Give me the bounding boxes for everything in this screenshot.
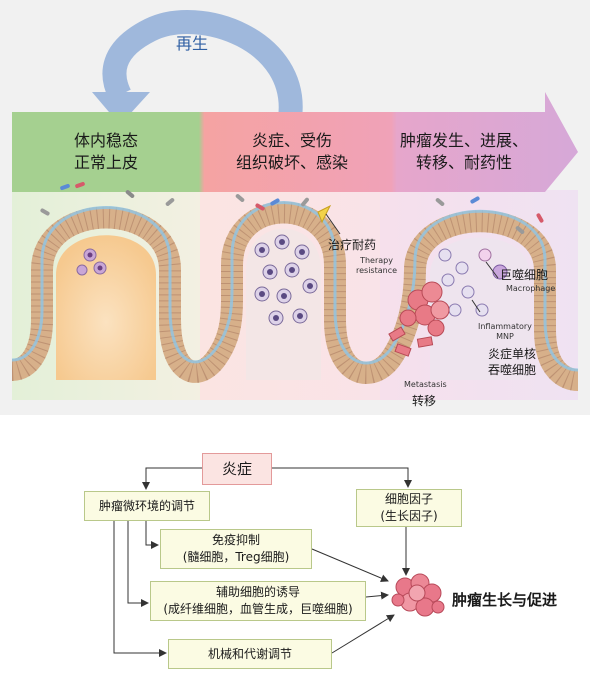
- regeneration-label: 再生: [176, 34, 209, 53]
- stage-banner: [12, 92, 578, 192]
- mnp-pointer: [471, 299, 481, 313]
- stage-inflammation-line2: 组织破坏、感染: [235, 153, 348, 172]
- inflammation-box: 炎症: [202, 453, 272, 485]
- regulation-flowchart: 炎症 肿瘤微环境的调节 细胞因子(生长因子) 免疫抑制(髓细胞，Treg细胞) …: [0, 425, 590, 681]
- stage-tumor-line1: 肿瘤发生、进展、: [399, 131, 528, 150]
- immune-cells-inflamed: [254, 234, 318, 326]
- epithelium-illustration: 体内稳态正常上皮 炎症、受伤组织破坏、感染 肿瘤发生、进展、转移、耐药性 再生 …: [0, 0, 590, 415]
- tme-box: 肿瘤微环境的调节: [84, 491, 210, 521]
- stage-inflammation: 炎症、受伤组织破坏、感染: [202, 112, 382, 192]
- mnp-en-1: Inflammatory: [478, 322, 532, 331]
- mnp-label: 炎症单核 吞噬细胞: [488, 346, 536, 378]
- flowchart-connectors: [113, 467, 445, 657]
- therapy-resistance-en-1: Therapy: [360, 256, 393, 265]
- stage-homeostasis: 体内稳态正常上皮: [14, 112, 198, 192]
- therapy-pointer: [325, 213, 341, 235]
- helper-line1: 辅助细胞的诱导: [215, 585, 300, 599]
- illustration-canvas: [10, 10, 579, 400]
- tme-box-label: 肿瘤微环境的调节: [98, 498, 195, 513]
- macrophage-en: Macrophage: [506, 284, 556, 293]
- mech-label: 机械和代谢调节: [207, 646, 292, 661]
- microbes: [40, 181, 544, 234]
- therapy-resistance-label: 治疗耐药: [328, 238, 377, 252]
- stage-tumor: 肿瘤发生、进展、转移、耐药性: [384, 112, 544, 192]
- immune-suppression-box: 免疫抑制 (髓细胞，Treg细胞): [160, 529, 312, 569]
- tumor-cluster-icon: [391, 573, 445, 617]
- metastasis-en: Metastasis: [404, 380, 447, 389]
- immune-cells-normal: [76, 248, 107, 276]
- therapy-resistance-en-2: resistance: [356, 266, 398, 275]
- helper-line2: (成纤维细胞，血管生成，巨噬细胞): [163, 602, 353, 616]
- macrophage-label: 巨噬细胞: [500, 268, 549, 282]
- metastasis-label: 转移: [412, 394, 437, 408]
- therapy-resistance-en: Therapy resistance: [356, 256, 397, 276]
- stage-tumor-line2: 转移、耐药性: [415, 153, 512, 172]
- mnp-label-2: 吞噬细胞: [488, 363, 537, 377]
- lumen-2: [246, 228, 321, 380]
- helper-cell-box: 辅助细胞的诱导 (成纤维细胞，血管生成，巨噬细胞): [150, 581, 366, 621]
- stage-homeostasis-line1: 体内稳态: [73, 131, 138, 150]
- macrophage-pointer: [485, 261, 499, 279]
- cytokine-line2: (生长因子): [380, 509, 438, 523]
- tumor-growth-label: 肿瘤生长与促进: [452, 591, 558, 609]
- tumor-cluster: [388, 281, 450, 357]
- mechanical-metabolic-box: 机械和代谢调节: [168, 639, 332, 669]
- regeneration-arrowhead: [92, 92, 150, 125]
- immune-line2: (髓细胞，Treg细胞): [182, 550, 290, 564]
- regeneration-arrow: [102, 10, 303, 120]
- stage-inflammation-line1: 炎症、受伤: [251, 131, 332, 150]
- epithelium-layer: [10, 201, 579, 391]
- immune-line1: 免疫抑制: [211, 533, 260, 547]
- mnp-label-1: 炎症单核: [488, 347, 537, 361]
- inflammation-box-label: 炎症: [221, 459, 252, 478]
- mnp-en-2: MNP: [496, 332, 514, 341]
- cytokine-line1: 细胞因子: [384, 492, 433, 506]
- mnp-en: Inflammatory MNP: [478, 322, 532, 342]
- stage-homeostasis-line2: 正常上皮: [73, 153, 138, 172]
- cytokine-box: 细胞因子 (生长因子): [356, 489, 462, 527]
- lumen-1: [56, 235, 156, 380]
